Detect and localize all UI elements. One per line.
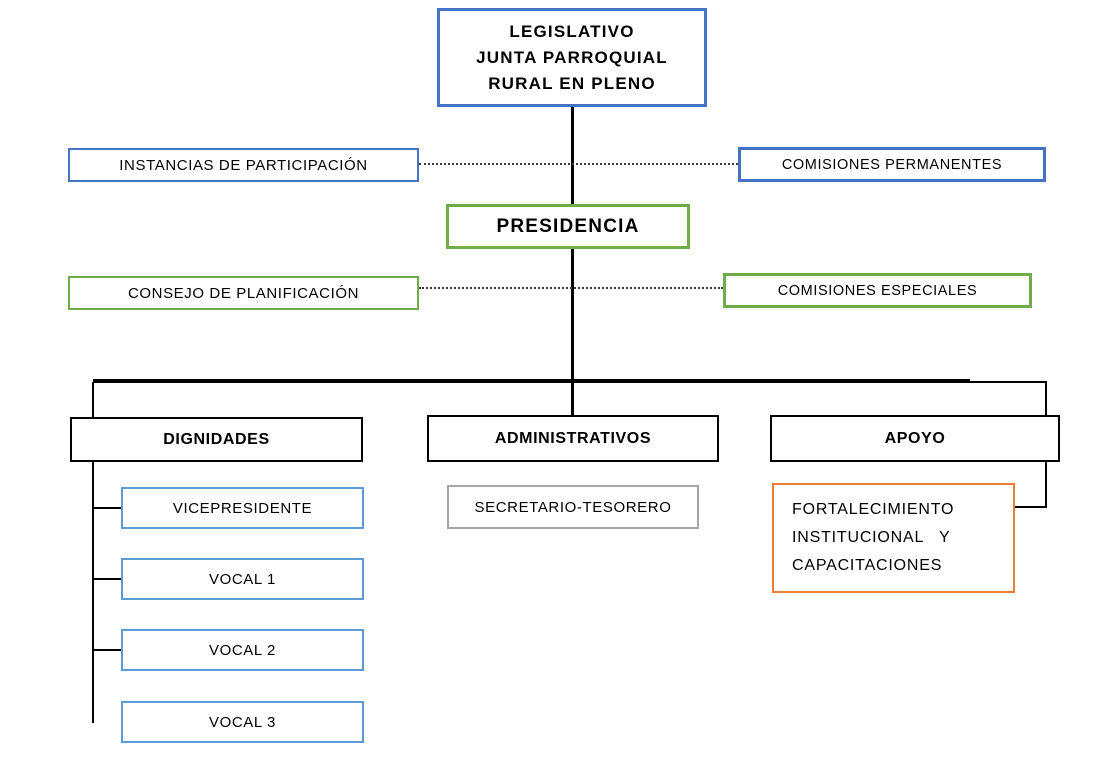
node-vocal-1: VOCAL 1 xyxy=(121,558,364,600)
node-administrativos: ADMINISTRATIVOS xyxy=(427,415,719,462)
connector-apoyo-fortalecimiento-vertical xyxy=(1045,462,1047,507)
node-comisiones-especiales: COMISIONES ESPECIALES xyxy=(723,273,1032,308)
node-apoyo: APOYO xyxy=(770,415,1060,462)
node-vocal-3: VOCAL 3 xyxy=(121,701,364,743)
connector-legislativo-presidencia xyxy=(571,107,574,204)
connector-presidencia-administrativos xyxy=(571,249,574,415)
node-comisiones-permanentes: COMISIONES PERMANENTES xyxy=(738,147,1046,182)
connector-spine-dignidades-children xyxy=(92,462,94,723)
connector-dotted-instancias-comisiones-permanentes xyxy=(419,163,738,165)
node-fortalecimiento-line-1: FORTALECIMIENTO xyxy=(792,501,955,518)
node-legislativo-line-3: RURAL EN PLENO xyxy=(488,73,656,93)
node-vocal-2: VOCAL 2 xyxy=(121,629,364,671)
node-fortalecimiento-line-3: CAPACITACIONES xyxy=(792,557,943,574)
node-fortalecimiento-line-2: INSTITUCIONAL Y xyxy=(792,529,951,546)
connector-horizontal-bar xyxy=(93,379,970,383)
connector-stub-vocal-1 xyxy=(92,578,121,580)
connector-stub-vocal-2 xyxy=(92,649,121,651)
node-dignidades: DIGNIDADES xyxy=(70,417,363,462)
node-legislativo-line-1: LEGISLATIVO xyxy=(509,21,635,41)
connector-drop-apoyo xyxy=(1045,382,1047,415)
connector-drop-dignidades xyxy=(92,382,94,417)
connector-apoyo-fortalecimiento-stub xyxy=(1015,506,1047,508)
node-legislativo: LEGISLATIVO JUNTA PARROQUIAL RURAL EN PL… xyxy=(437,8,707,107)
node-presidencia: PRESIDENCIA xyxy=(446,204,690,249)
node-consejo-de-planificacion: CONSEJO DE PLANIFICACIÓN xyxy=(68,276,419,310)
node-legislativo-line-2: JUNTA PARROQUIAL xyxy=(476,47,668,67)
connector-horizontal-bar-extension xyxy=(969,381,1047,383)
node-secretario-tesorero: SECRETARIO-TESORERO xyxy=(447,485,699,529)
node-vicepresidente: VICEPRESIDENTE xyxy=(121,487,364,529)
node-fortalecimiento-institucional-y-capacitaciones: FORTALECIMIENTO INSTITUCIONAL Y CAPACITA… xyxy=(772,483,1015,593)
connector-dotted-consejo-comisiones-especiales xyxy=(419,287,723,289)
connector-stub-vicepresidente xyxy=(92,507,121,509)
node-instancias-de-participacion: INSTANCIAS DE PARTICIPACIÓN xyxy=(68,148,419,182)
